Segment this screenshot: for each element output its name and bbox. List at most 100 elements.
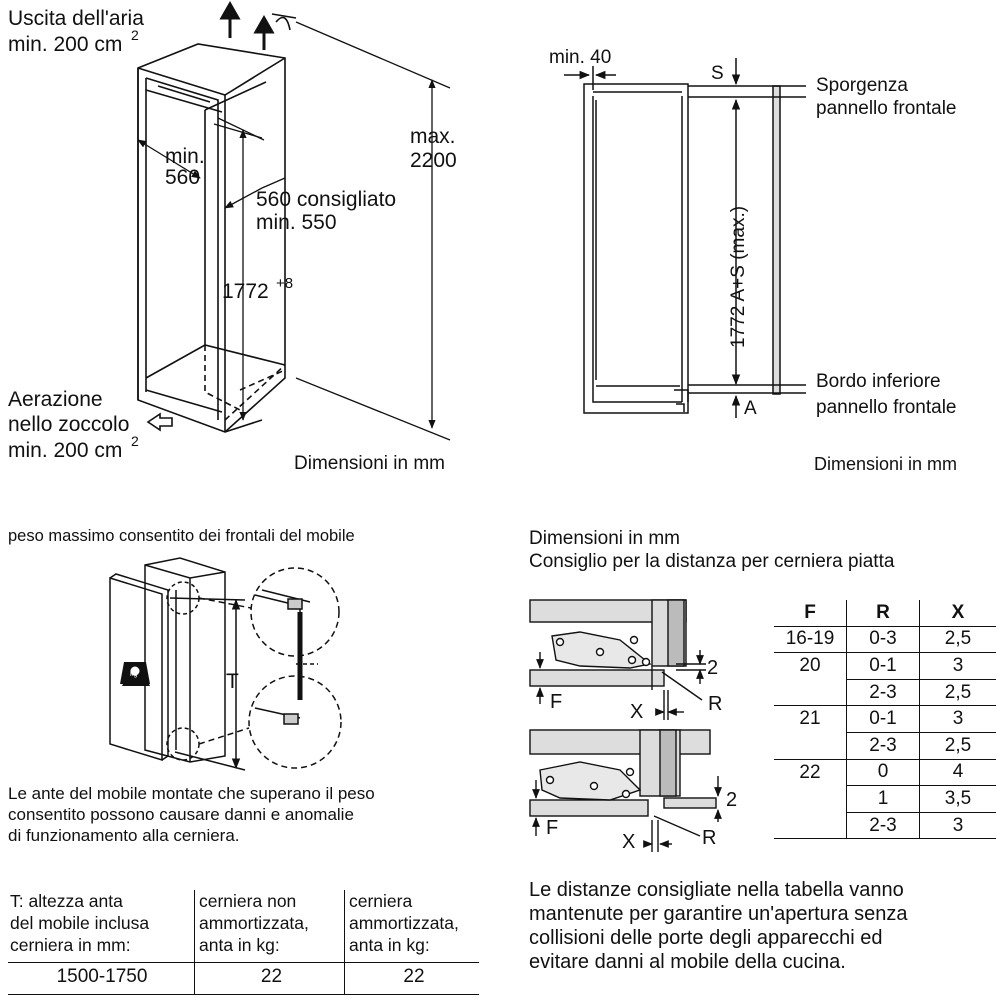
table-cell: 0 [846, 758, 920, 786]
table-cell: 3 [919, 811, 996, 840]
table-cell: 2-3 [846, 678, 920, 706]
table-cell: 2,5 [919, 678, 996, 706]
header-line: cerniera non [199, 891, 297, 911]
table-row: 2-3 3 [774, 811, 996, 840]
hinge-top-r-label: R [708, 693, 722, 715]
table-cell: 2-3 [846, 731, 920, 760]
niche-dimension-lines [137, 21, 451, 441]
hinge-note: Le distanze consigliate nella tabella va… [529, 878, 908, 974]
column-header: X [919, 600, 996, 627]
table-cell: 0-1 [846, 652, 920, 680]
plinth-vent-superscript: 2 [131, 433, 139, 449]
cabinet-door-drawing [109, 557, 342, 771]
front-overhang-label-1: Sporgenza [816, 75, 908, 96]
table-header-row: T: altezza anta del mobile inclusa cerni… [8, 890, 479, 963]
air-outlet-superscript: 2 [131, 27, 139, 43]
table-cell [774, 786, 847, 813]
s-label: S [711, 63, 724, 84]
plinth-vent-arrow [146, 412, 173, 432]
header-line: cerniera [349, 891, 413, 911]
hinge-title-line: Dimensioni in mm [529, 528, 680, 549]
hinge-top-f-label: F [550, 691, 562, 713]
column-header: T: altezza anta del mobile inclusa cerni… [8, 890, 195, 963]
weight-icon [120, 662, 150, 686]
front-bottom-label-2: pannello frontale [816, 397, 957, 418]
hinge-title-line: Consiglio per la distanza per cerniera p… [529, 551, 895, 572]
column-header: F [774, 600, 847, 627]
recommended-width-label-2: min. 550 [256, 211, 337, 234]
table-cell: 16-19 [785, 628, 835, 650]
side-view-labels: min. 40 S A Sporgenza pannello frontale … [549, 47, 957, 419]
air-outlet-label-2: min. 200 cm [8, 33, 122, 56]
table-cell: 2-3 [846, 811, 920, 840]
table-row: 1 3,5 [774, 785, 996, 813]
min-depth-label-2: 560 [165, 166, 200, 189]
header-line: anta in kg: [349, 935, 430, 955]
hinge-note-line: mantenute per garantire un'apertura senz… [529, 903, 908, 925]
column-header: R [846, 600, 920, 627]
table-row: 2-3 2,5 [774, 731, 996, 760]
hinge-section-title: Dimensioni in mm Consiglio per la distan… [529, 527, 894, 573]
units-label-left: Dimensioni in mm [294, 453, 445, 474]
table-cell: 3,5 [919, 785, 996, 813]
hinge-detail-top [529, 599, 706, 720]
hinge-distance-table: F R X 16-19 0-3 2,5 20 0-1 3 2-3 2,5 21 … [774, 600, 996, 840]
table-row: 1500-1750 22 22 [8, 962, 479, 995]
weight-icon-text: kg [130, 671, 138, 678]
hinge-note-line: collisioni delle porte degli apparecchi … [529, 927, 883, 949]
side-view-drawing [564, 58, 806, 418]
table-cell: 21 [774, 705, 847, 733]
front-overhang-label-2: pannello frontale [816, 98, 957, 119]
table-cell: 1500-1750 [8, 962, 195, 995]
niche-height-superscript: +8 [276, 275, 293, 292]
hinge-note-line: evitare danni al mobile della cucina. [529, 951, 846, 973]
table-cell: 0-3 [846, 626, 920, 653]
header-line: ammortizzata, [199, 913, 309, 933]
niche-height-label: 1772 [222, 280, 269, 303]
hinge-labels: 2 F X R 2 F X R [546, 657, 737, 853]
column-header: cerniera ammortizzata, anta in kg: [344, 890, 479, 963]
air-outlet-label-1: Uscita dell'aria [8, 7, 144, 30]
air-outlet-arrows [219, 0, 297, 50]
header-line: ammortizzata, [349, 913, 459, 933]
door-drawing-labels: T kg [130, 670, 239, 693]
units-label-right: Dimensioni in mm [814, 454, 958, 474]
weight-warning-line: consentito possono causare danni e anoma… [8, 805, 354, 824]
plinth-vent-label-1: Aerazione [8, 388, 103, 411]
table-row: 20 0-1 3 [774, 652, 996, 680]
header-line: T: altezza anta [10, 891, 123, 911]
hinge-detail-bottom [529, 729, 722, 852]
header-line: del mobile inclusa [10, 913, 150, 933]
front-bottom-label-1: Bordo inferiore [816, 371, 941, 392]
table-header-row: F R X [774, 600, 996, 627]
vertical-dimension-label: 1772 A+S (max.) [728, 206, 749, 348]
table-row: 2-3 2,5 [774, 678, 996, 706]
hinge-top-two-label: 2 [707, 657, 718, 679]
weight-warning-line: Le ante del mobile montate che superano … [8, 784, 375, 803]
max-height-label-1: max. [410, 125, 456, 148]
weight-warning-line: di funzionamento alla cerniera. [8, 826, 240, 845]
t-dimension-label: T [226, 670, 239, 693]
weight-section-title: peso massimo consentito dei frontali del… [8, 527, 355, 545]
plinth-vent-label-3: min. 200 cm [8, 439, 122, 462]
header-line: anta in kg: [199, 935, 280, 955]
column-header: cerniera non ammortizzata, anta in kg: [194, 890, 345, 963]
table-cell [774, 679, 847, 706]
table-cell [774, 812, 847, 840]
table-cell: 22 [194, 962, 345, 995]
a-label: A [744, 398, 757, 419]
min-depth-label-1: min. [165, 145, 205, 168]
table-row: 21 0-1 3 [774, 705, 996, 733]
door-weight-table: T: altezza anta del mobile inclusa cerni… [8, 890, 479, 995]
table-row: 22 0 4 [774, 758, 996, 786]
table-cell: 1 [846, 785, 920, 813]
hinge-top-x-label: X [630, 701, 643, 723]
max-height-label-2: 2200 [410, 149, 457, 172]
plinth-vent-label-2: nello zoccolo [8, 413, 129, 436]
table-cell: 20 [774, 652, 847, 680]
table-cell: 3 [919, 652, 996, 680]
table-row: 16-19 0-3 2,5 [774, 626, 996, 653]
table-cell: 0-1 [846, 705, 920, 733]
min-gap-label: min. 40 [549, 47, 611, 68]
